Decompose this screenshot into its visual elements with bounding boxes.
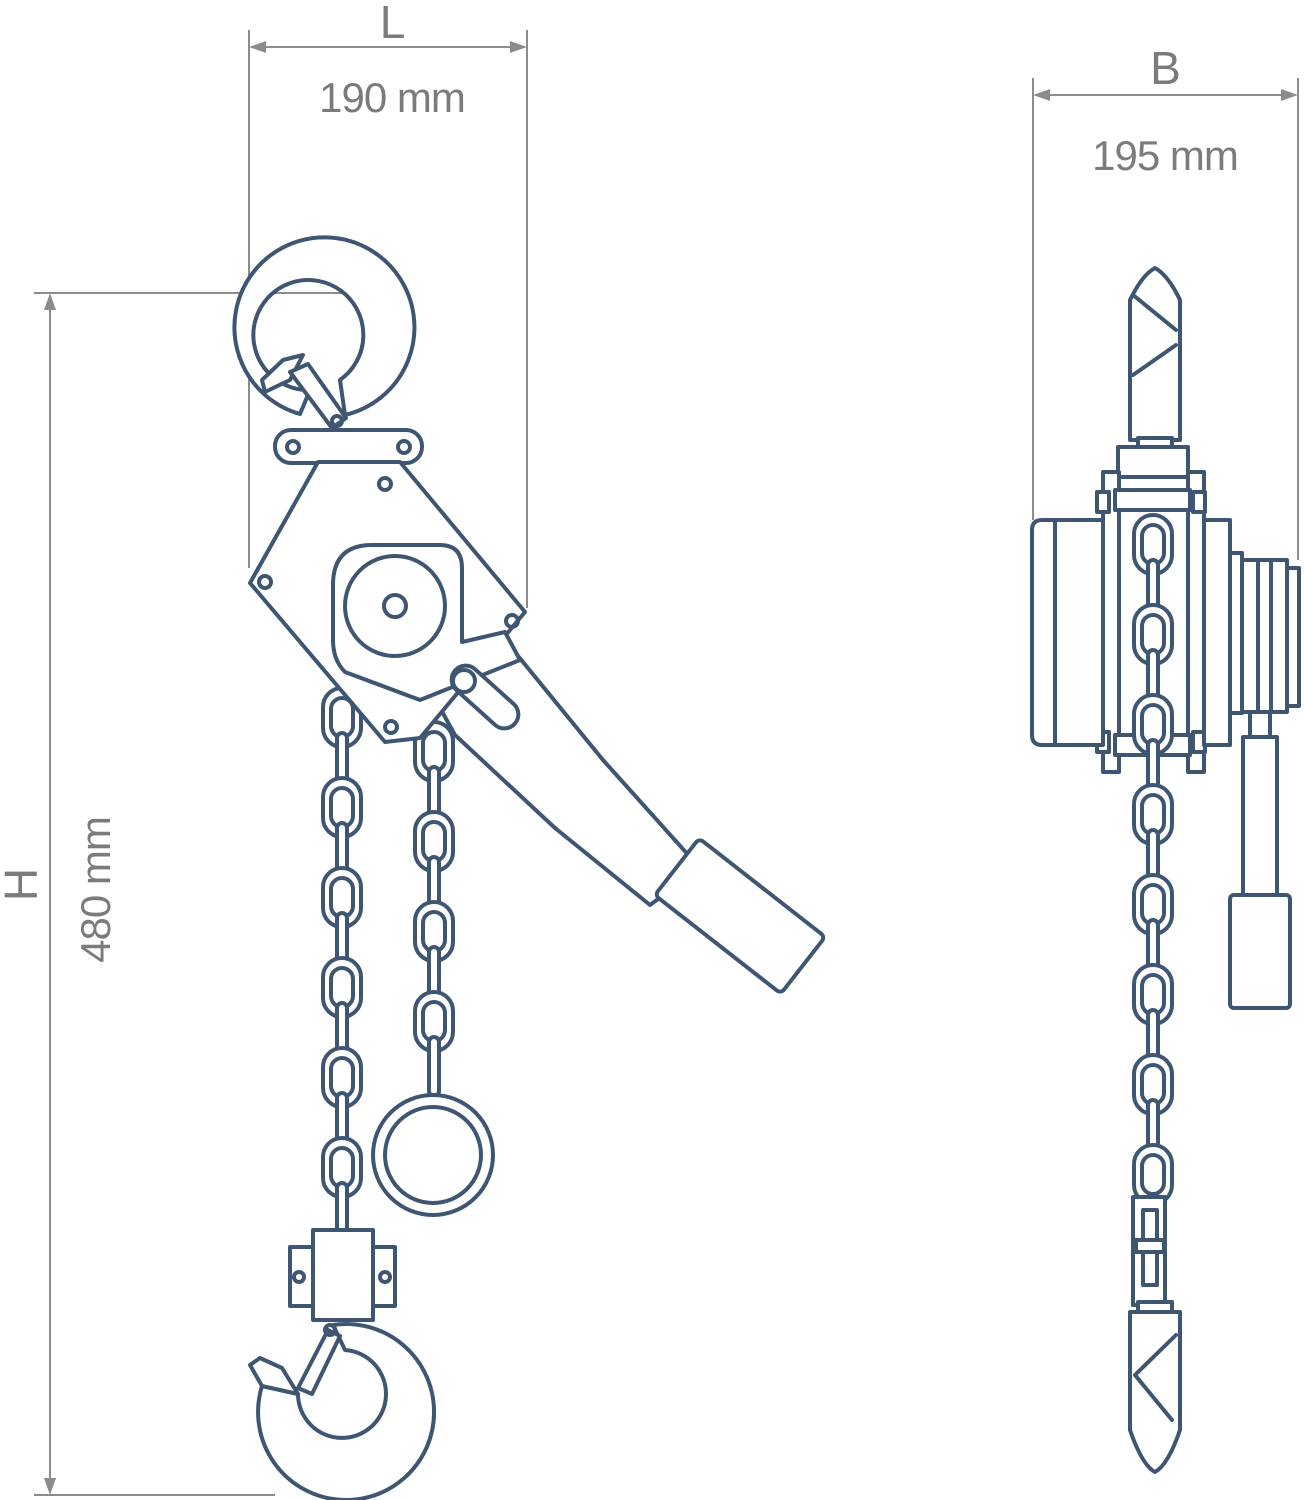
chain-link	[1132, 603, 1174, 666]
chain-link	[1132, 1143, 1174, 1206]
length-value: 190 mm	[319, 74, 465, 121]
top-hook-side	[1128, 266, 1182, 452]
width-dimension	[1032, 78, 1299, 560]
drum-housing	[1030, 518, 1105, 747]
bottom-block	[288, 1228, 397, 1322]
bottom-hook	[248, 1322, 437, 1500]
hoist-body	[248, 460, 527, 744]
chain-link	[427, 1035, 441, 1098]
height-value: 480 mm	[72, 817, 119, 963]
dimension-lines	[34, 30, 1299, 1496]
side-view	[1030, 266, 1301, 1474]
suspension-plate	[273, 428, 424, 465]
lever-handle-side	[1228, 710, 1292, 1010]
top-hook	[232, 235, 417, 430]
length-label: L	[380, 0, 405, 48]
hand-chain	[413, 720, 455, 1098]
load-chain-side	[1132, 513, 1174, 1206]
hand-chain-ring	[371, 1093, 495, 1217]
front-view	[232, 235, 826, 1500]
chain-link	[1132, 783, 1174, 846]
width-label: B	[1150, 42, 1180, 94]
bottom-hook-side	[1128, 1300, 1182, 1474]
load-chain	[321, 686, 363, 1244]
gear-housing	[1202, 518, 1301, 747]
width-value: 195 mm	[1092, 132, 1238, 179]
chain-link	[413, 810, 455, 873]
bottom-block-side	[1131, 1195, 1167, 1307]
height-label: H	[0, 869, 47, 901]
chain-link	[321, 956, 363, 1019]
height-dimension	[34, 292, 345, 1496]
